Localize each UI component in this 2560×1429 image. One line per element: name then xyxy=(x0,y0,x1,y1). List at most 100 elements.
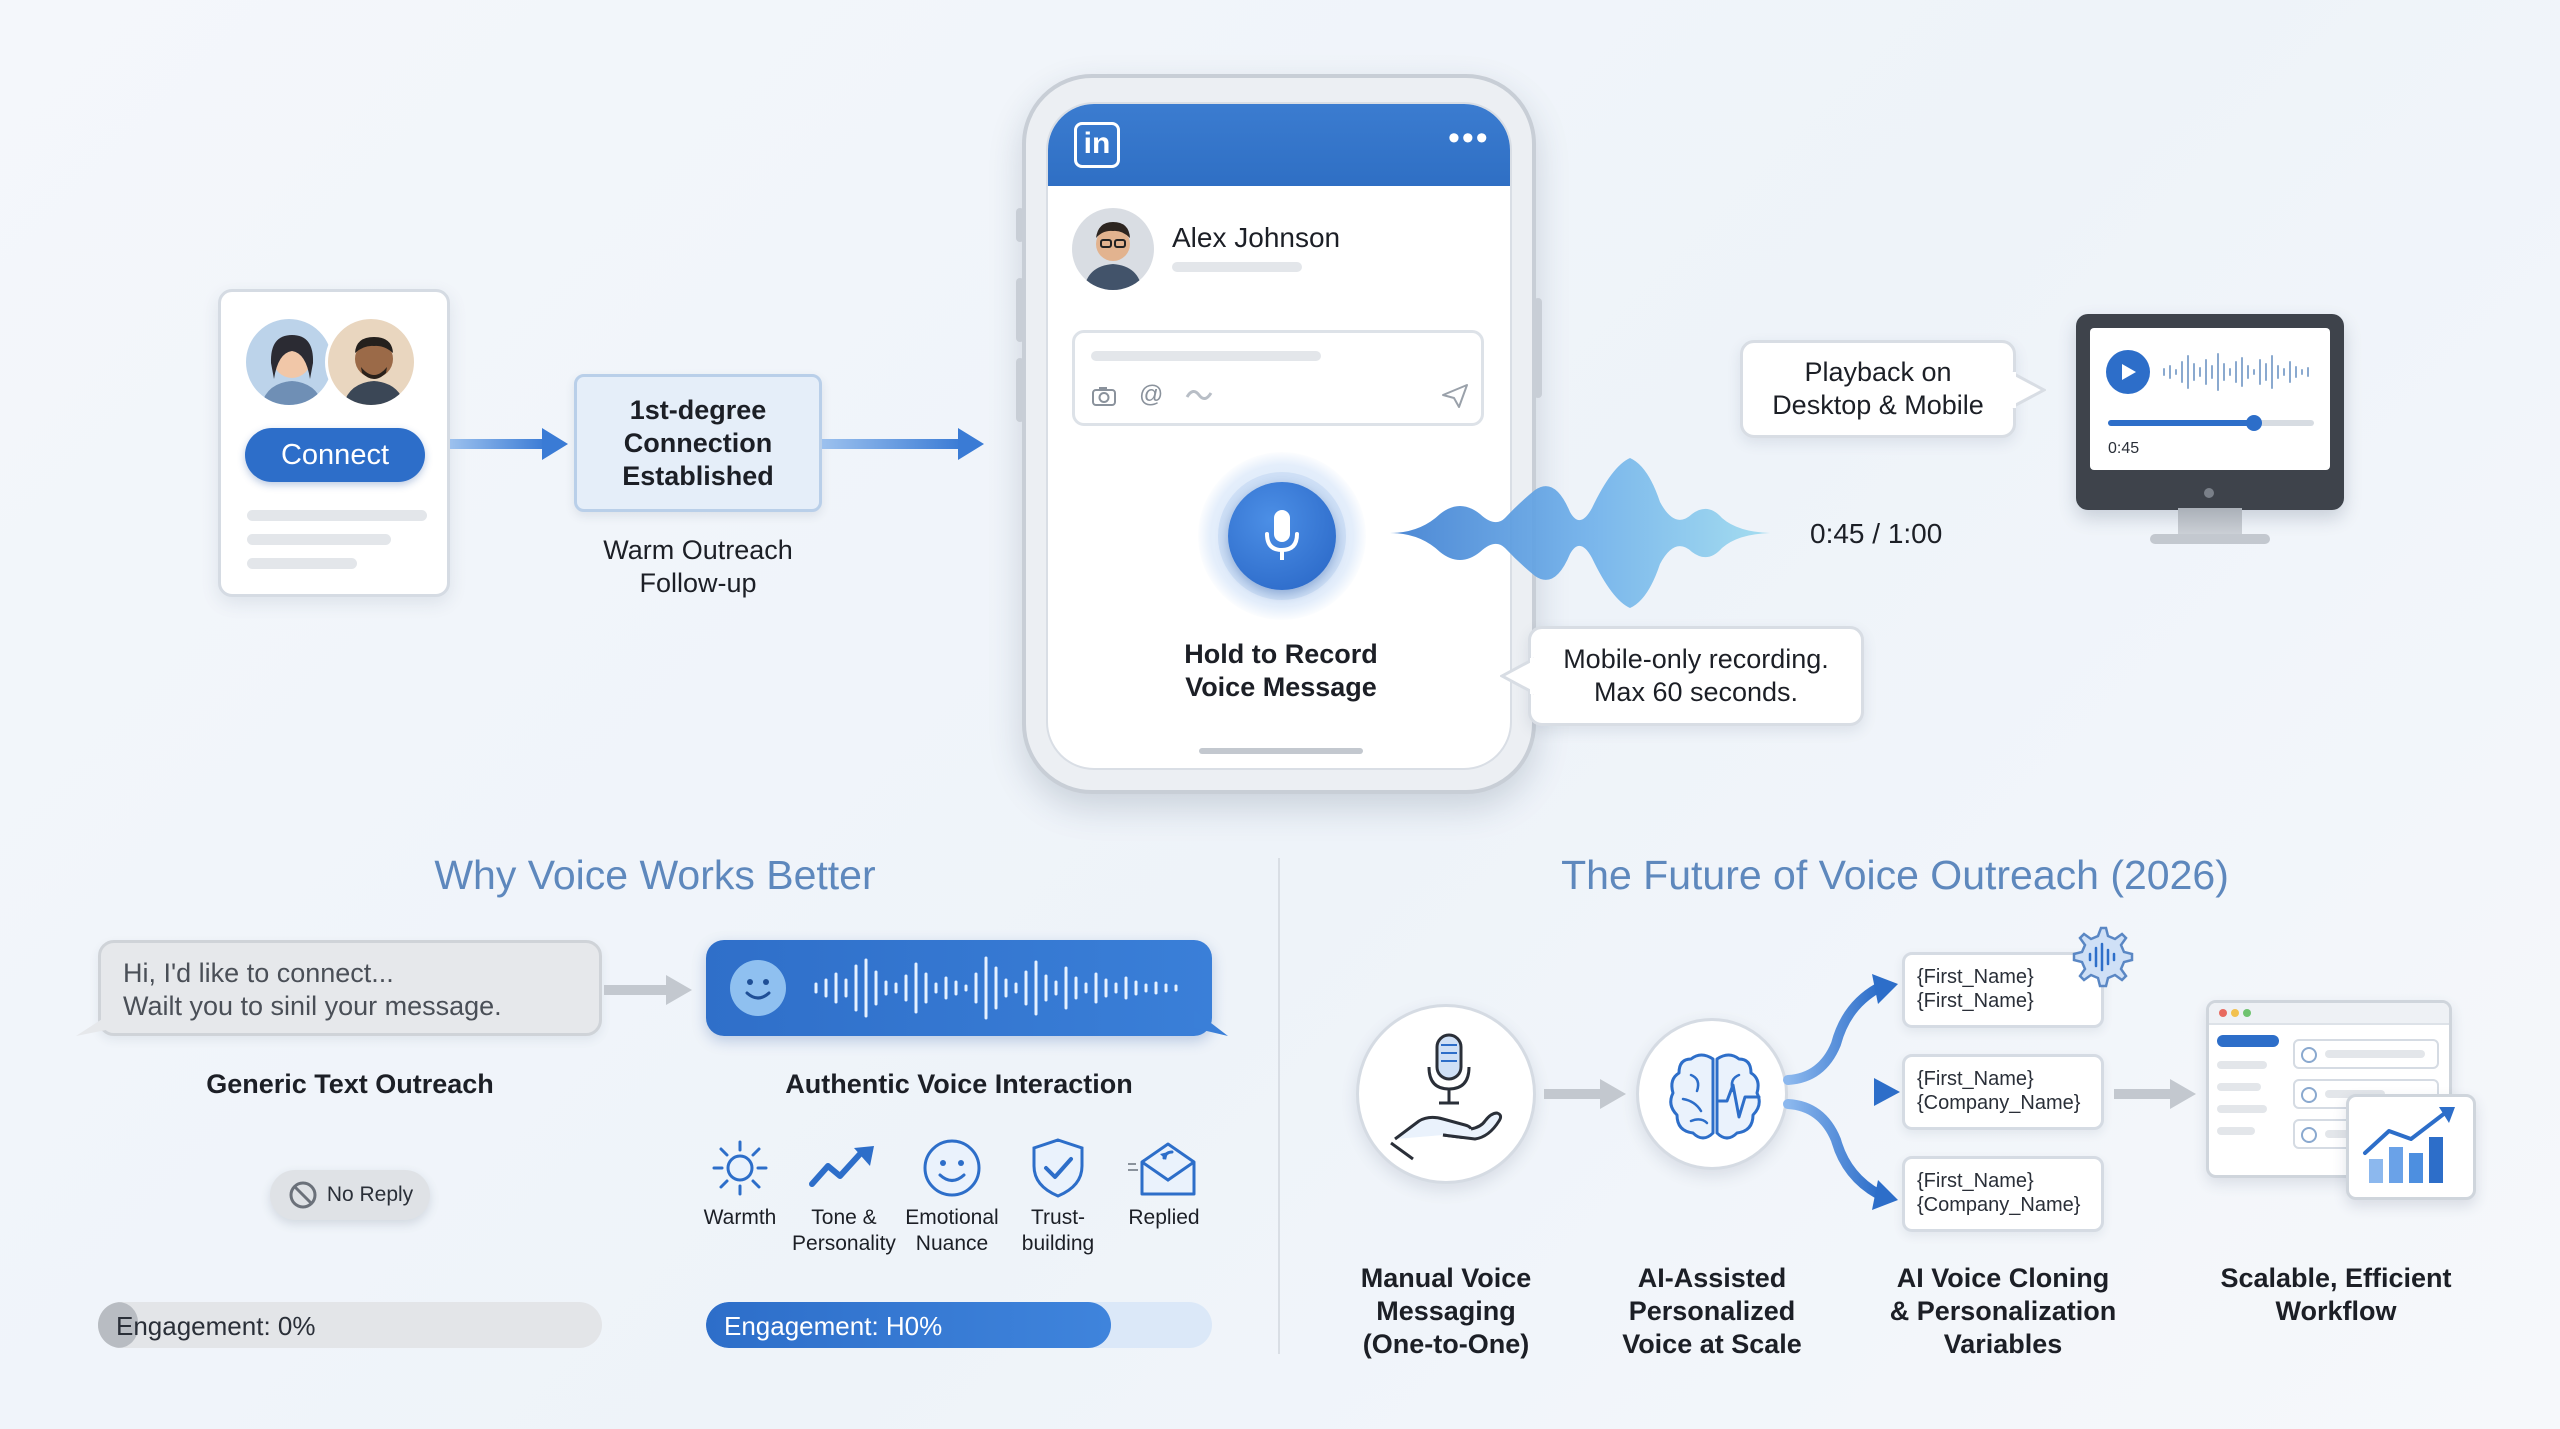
playback-track[interactable] xyxy=(2108,415,2314,431)
shield-check-icon xyxy=(1032,1138,1084,1198)
more-options-icon[interactable]: ••• xyxy=(1448,119,1490,157)
window-dot-yellow xyxy=(2231,1009,2239,1017)
contact-name: Alex Johnson xyxy=(1172,222,1341,253)
benefit-tone-line2: Personality xyxy=(792,1232,896,1255)
step3-line2: & Personalization xyxy=(1889,1296,2117,1326)
row-line xyxy=(2325,1130,2365,1138)
smile-icon xyxy=(923,1139,981,1197)
step2-line3: Voice at Scale xyxy=(1622,1329,1802,1359)
playback-line2: Desktop & Mobile xyxy=(1772,390,1984,420)
linkedin-header: in ••• xyxy=(1048,104,1510,186)
phone-side-button xyxy=(1016,278,1024,342)
variable-card-1-line1: {First_Name} xyxy=(1917,966,2034,988)
step4-line1: Scalable, Efficient xyxy=(2220,1263,2452,1293)
growth-chart-card xyxy=(2346,1094,2476,1200)
benefit-replied: Replied xyxy=(1116,1136,1212,1231)
avatar-woman xyxy=(243,316,335,408)
playback-handle[interactable] xyxy=(2246,415,2262,431)
arrow-step1-to-step2 xyxy=(1544,1079,1626,1109)
avatar-man xyxy=(325,316,417,408)
window-dot-red xyxy=(2219,1009,2227,1017)
step4-line2: Workflow xyxy=(2275,1296,2397,1326)
record-instruction: Hold to Record Voice Message xyxy=(1048,638,1510,704)
sidebar-line xyxy=(2217,1105,2267,1113)
voice-bubble-waveform xyxy=(814,956,1178,1020)
step2-line1: AI-Assisted xyxy=(1637,1263,1787,1293)
connection-established-box: 1st-degree Connection Established xyxy=(574,374,822,512)
hand-microphone-icon xyxy=(1390,1033,1503,1161)
sun-icon xyxy=(712,1140,768,1196)
no-reply-badge: No Reply xyxy=(270,1170,430,1220)
arrow-connect-to-box xyxy=(450,428,568,460)
variable-card-2-line2: {Company_Name} xyxy=(1917,1092,2081,1114)
envelope-reply-icon xyxy=(1128,1142,1196,1196)
mobile-only-note: Mobile-only recording. Max 60 seconds. xyxy=(1528,626,1864,726)
variable-card-1-line2: {First_Name} xyxy=(1917,990,2034,1012)
row-dot xyxy=(2301,1087,2317,1103)
no-reply-text: No Reply xyxy=(326,1183,414,1206)
camera-icon[interactable] xyxy=(1091,385,1117,407)
warm-outreach-label: Warm Outreach Follow-up xyxy=(574,534,822,600)
dashboard-sidebar xyxy=(2217,1035,2279,1171)
engagement-bar-voice: Engagement: H0% xyxy=(706,1302,1212,1348)
benefit-tone-line1: Tone & xyxy=(811,1206,877,1229)
step2-line2: Personalized xyxy=(1628,1296,1796,1326)
step1-line3: (One-to-One) xyxy=(1362,1329,1530,1359)
row-dot xyxy=(2301,1127,2317,1143)
step1-label: Manual Voice Messaging (One-to-One) xyxy=(1326,1262,1566,1361)
record-line2: Voice Message xyxy=(1185,672,1377,702)
section-divider xyxy=(1278,858,1280,1354)
engagement-bar-generic: Engagement: 0% xyxy=(98,1302,602,1348)
variable-card-2: {First_Name} {Company_Name} xyxy=(1902,1054,2104,1130)
playback-note: Playback on Desktop & Mobile xyxy=(1740,340,2016,438)
step4-label: Scalable, Efficient Workflow xyxy=(2196,1262,2476,1328)
record-button[interactable] xyxy=(1218,472,1346,600)
step2-label: AI-Assisted Personalized Voice at Scale xyxy=(1596,1262,1828,1361)
why-section-title: Why Voice Works Better xyxy=(434,852,876,898)
ai-assisted-circle xyxy=(1636,1018,1788,1170)
arrow-step3-to-step4 xyxy=(2114,1079,2196,1109)
monitor-waveform xyxy=(2163,353,2309,391)
variable-card-1: {First_Name} {First_Name} xyxy=(1902,952,2104,1028)
record-button-core[interactable] xyxy=(1228,482,1336,590)
bubble-tail xyxy=(1194,1010,1228,1036)
benefit-warmth-line1: Warmth xyxy=(703,1206,777,1229)
connection-line2: Connection xyxy=(623,427,773,458)
growth-chart-icon xyxy=(2363,1107,2455,1183)
variable-card-3-line2: {Company_Name} xyxy=(1917,1194,2081,1216)
connection-line3: Established xyxy=(622,460,774,491)
authentic-voice-label: Authentic Voice Interaction xyxy=(785,1069,1133,1099)
variable-card-3-line1: {First_Name} xyxy=(1917,1170,2034,1192)
monitor-power-dot xyxy=(2204,488,2214,498)
linkedin-logo-icon[interactable]: in xyxy=(1074,122,1120,168)
mention-icon[interactable]: @ xyxy=(1139,381,1164,408)
send-icon[interactable] xyxy=(1441,383,1469,409)
bubble-pointer xyxy=(1500,657,1534,695)
brain-icon xyxy=(1669,1053,1761,1140)
message-composer[interactable]: @ xyxy=(1072,330,1484,426)
warm-outreach-line1: Warm Outreach xyxy=(603,535,793,565)
placeholder-line xyxy=(247,534,391,545)
phone-side-button xyxy=(1016,208,1024,242)
step3-line3: Variables xyxy=(1943,1329,2063,1359)
step3-line1: AI Voice Cloning xyxy=(1896,1263,2110,1293)
playback-line1: Playback on xyxy=(1804,357,1952,387)
smile-face-icon xyxy=(730,960,786,1016)
connect-button[interactable]: Connect xyxy=(245,428,425,482)
engagement-voice-text: Engagement: H0% xyxy=(724,1311,943,1341)
trend-icon xyxy=(809,1146,874,1187)
monitor-stand xyxy=(2178,508,2242,538)
monitor-screen: 0:45 xyxy=(2090,328,2330,470)
arrow-box-to-phone xyxy=(822,428,984,460)
manual-voice-circle xyxy=(1356,1004,1536,1184)
sidebar-active-item xyxy=(2217,1035,2279,1047)
benefit-emotional: Emotional Nuance xyxy=(894,1136,1010,1257)
step1-line2: Messaging xyxy=(1376,1296,1516,1326)
phone-screen: in ••• Alex Johnson @ xyxy=(1046,102,1512,770)
play-button[interactable] xyxy=(2106,350,2150,394)
phone-side-button xyxy=(1016,358,1024,422)
window-dot-green xyxy=(2243,1009,2251,1017)
gif-icon[interactable] xyxy=(1185,385,1213,405)
warm-outreach-line2: Follow-up xyxy=(639,568,757,598)
placeholder-line xyxy=(247,510,427,521)
